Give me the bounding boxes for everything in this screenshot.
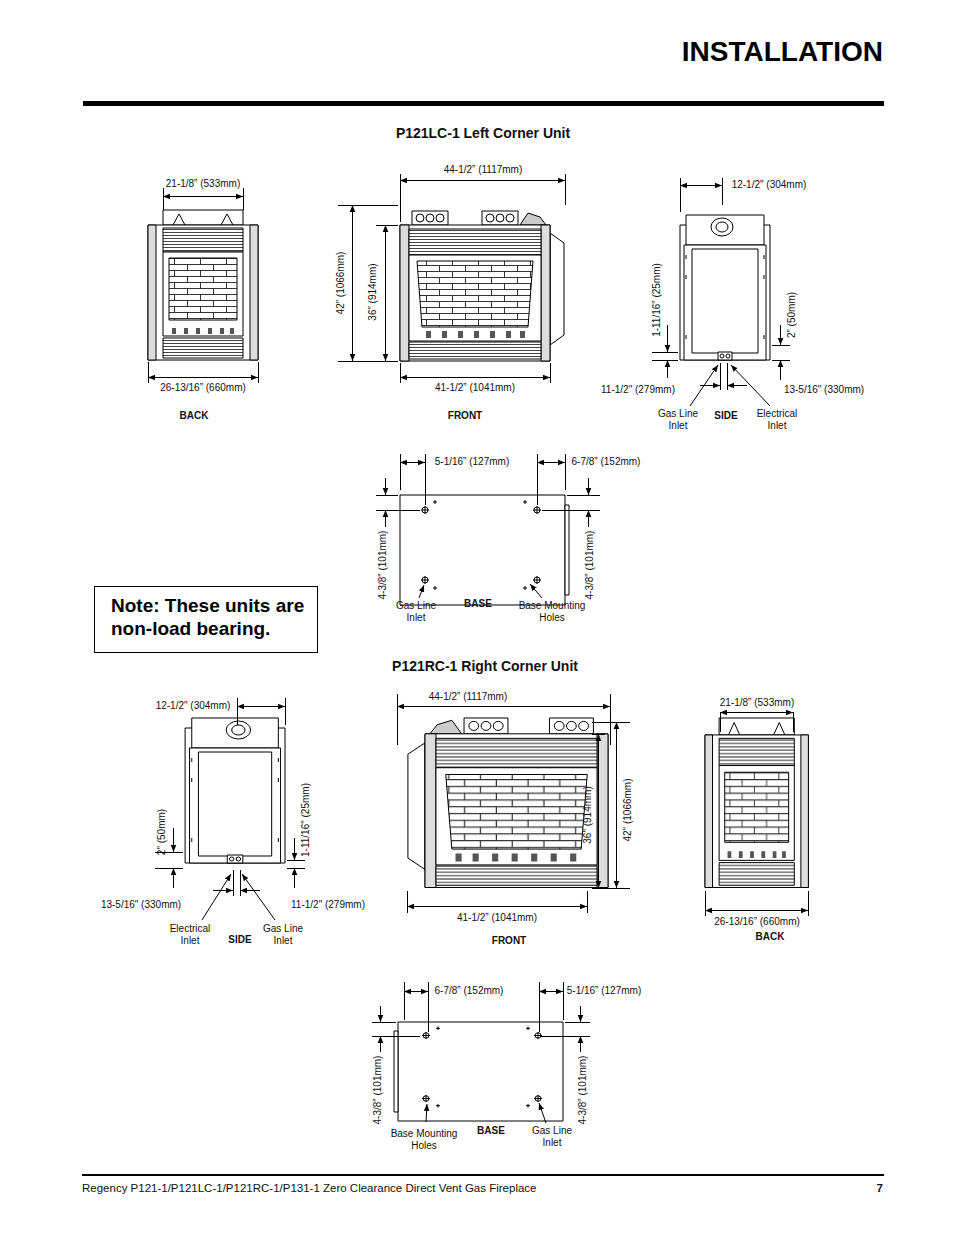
view-name: BACK xyxy=(180,410,209,422)
view-name: FRONT xyxy=(492,935,526,947)
section-heading: P121RC-1 Right Corner Unit xyxy=(392,658,578,674)
view-name: FRONT xyxy=(448,410,482,422)
dimension-label: 5-1/16” (127mm) xyxy=(567,985,641,997)
dimension-label: 44-1/2” (1117mm) xyxy=(444,164,523,176)
dimension-label: 4-3/8” (101mm) xyxy=(377,531,389,600)
right-unit-views xyxy=(185,718,808,1121)
dimension-label: Base Mounting Holes xyxy=(512,600,592,623)
dimension-label: Electrical Inlet xyxy=(747,408,807,431)
dimension-label: 11-1/2" (279mm) xyxy=(601,384,675,396)
dimension-label: 5-1/16” (127mm) xyxy=(435,456,509,468)
dimension-label: 26-13/16” (660mm) xyxy=(160,382,246,394)
dimension-label: 26-13/16” (660mm) xyxy=(714,916,800,928)
view-name: BACK xyxy=(756,931,785,943)
dimension-label: Gas Line Inlet xyxy=(527,1125,577,1148)
dimension-label: 41-1/2” (1041mm) xyxy=(457,912,537,924)
dimension-label: 36” (914mm) xyxy=(367,263,379,320)
dimension-label: Gas Line Inlet xyxy=(391,600,441,623)
footer-text: 7 xyxy=(877,1182,883,1195)
dimension-label: Base Mounting Holes xyxy=(384,1128,464,1151)
dimension-label: 6-7/8” (152mm) xyxy=(572,456,641,468)
note-box: Note: These units are non-load bearing. xyxy=(94,586,318,653)
side-view xyxy=(680,215,770,360)
section-heading: P121LC-1 Left Corner Unit xyxy=(396,125,570,141)
dimension-label: Gas Line Inlet xyxy=(258,923,308,946)
dimension-label: 6-7/8” (152mm) xyxy=(435,985,504,997)
back-view xyxy=(148,210,258,360)
view-name: SIDE xyxy=(228,934,251,946)
back-view xyxy=(705,718,808,888)
footer-text: Regency P121-1/P121LC-1/P121RC-1/P131-1 … xyxy=(82,1182,537,1195)
dimension-label: 42" (1066mm) xyxy=(622,778,634,841)
left-unit-views xyxy=(148,210,770,605)
dimension-label: 4-3/8” (101mm) xyxy=(577,1056,589,1125)
dimension-label: 12-1/2" (304mm) xyxy=(156,700,231,712)
view-name: SIDE xyxy=(714,410,737,422)
dimension-label: 21-1/8” (533mm) xyxy=(166,178,240,190)
dimension-label: 11-1/2" (279mm) xyxy=(291,899,365,911)
dimension-label: 36" (914mm) xyxy=(582,786,594,843)
dimension-label: 21-1/8” (533mm) xyxy=(720,697,794,709)
base-view xyxy=(400,495,569,605)
footer-rule xyxy=(82,1174,884,1176)
dimension-label: 41-1/2” (1041mm) xyxy=(435,382,515,394)
dimension-label: 2” (50mm) xyxy=(786,292,798,338)
dimension-label: 4-3/8” (101mm) xyxy=(584,531,596,600)
dimension-label: 44-1/2” (1117mm) xyxy=(429,691,508,703)
dimension-label: 13-5/16" (330mm) xyxy=(784,384,864,396)
dimension-label: 42” (1066mm) xyxy=(335,252,347,315)
front-view xyxy=(408,718,608,888)
dimension-label: 2" (50mm) xyxy=(156,809,168,855)
dimension-label: 1-11/16" (25mm) xyxy=(300,783,312,857)
page-title: INSTALLATION xyxy=(682,36,883,68)
dimension-label: 4-3/8” (101mm) xyxy=(372,1056,384,1125)
note-text: Note: These units are non-load bearing. xyxy=(111,595,311,641)
dimension-label: 13-5/16" (330mm) xyxy=(101,899,181,911)
dimension-label: Electrical Inlet xyxy=(160,923,220,946)
header-rule xyxy=(83,101,884,106)
view-name: BASE xyxy=(477,1125,505,1137)
dimension-label: 12-1/2" (304mm) xyxy=(732,179,807,191)
view-name: BASE xyxy=(464,598,492,610)
front-view xyxy=(400,211,564,361)
dimension-label: 1-11/16” (25mm) xyxy=(651,263,663,337)
dimension-label: Gas Line Inlet xyxy=(648,408,708,431)
side-view xyxy=(185,718,285,863)
